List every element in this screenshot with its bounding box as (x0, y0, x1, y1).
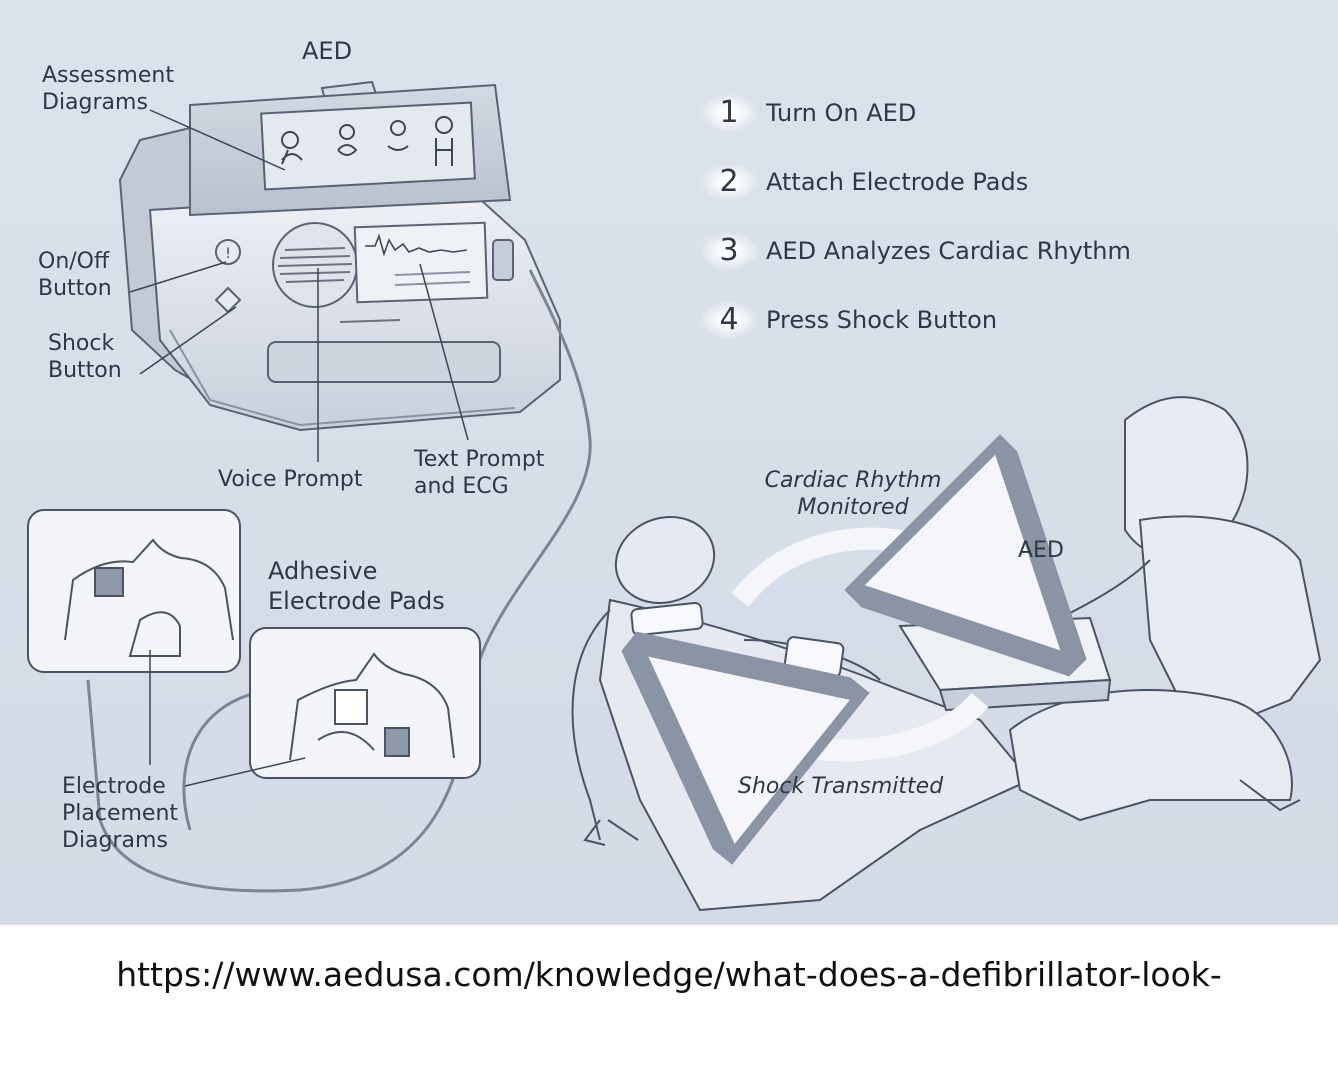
label-line: and ECG (414, 474, 509, 499)
step-text: Turn On AED (766, 99, 917, 127)
scene-aed (898, 576, 1112, 712)
label-rhythm-monitored: Cardiac Rhythm Monitored (738, 467, 968, 521)
label-adhesive-pads: Adhesive Electrode Pads (268, 556, 445, 616)
label-line: Diagrams (42, 90, 148, 115)
label-shock-button: Shock Button (48, 330, 122, 384)
label-assessment-diagrams: Assessment Diagrams (42, 62, 174, 116)
aed-device: ! (118, 80, 561, 432)
source-url: https://www.aedusa.com/knowledge/what-do… (116, 955, 1222, 994)
step-text: AED Analyzes Cardiac Rhythm (766, 237, 1131, 265)
step-number: 1 (700, 94, 758, 132)
leader-lines (129, 109, 469, 462)
rescuer (1008, 396, 1322, 822)
label-line: On/Off (38, 249, 110, 274)
label-text-prompt-ecg: Text Prompt and ECG (414, 446, 544, 500)
label-line: Text Prompt (414, 447, 545, 472)
label-shock-transmitted: Shock Transmitted (738, 774, 944, 799)
step-4: 4 Press Shock Button (700, 300, 997, 340)
placement-leaders (149, 650, 306, 787)
label-line: Cardiac Rhythm (764, 468, 942, 493)
label-line: Button (48, 358, 122, 383)
label-placement-diagrams: Electrode Placement Diagrams (62, 773, 178, 854)
step-2: 2 Attach Electrode Pads (700, 162, 1028, 202)
svg-text:!: ! (225, 246, 231, 262)
placement-card-1 (27, 509, 241, 673)
step-number: 4 (700, 301, 758, 339)
step-number: 2 (700, 163, 758, 201)
label-line: Shock (48, 331, 115, 356)
label-line: Adhesive (268, 557, 378, 585)
rhythm-arrow (731, 539, 1000, 600)
label-line: Electrode (62, 774, 166, 799)
step-number: 3 (700, 232, 758, 270)
label-line: Assessment (42, 63, 174, 88)
label-line: Button (38, 276, 112, 301)
step-3: 3 AED Analyzes Cardiac Rhythm (700, 231, 1131, 271)
device-title: AED (302, 37, 353, 65)
label-on-off-button: On/Off Button (38, 248, 112, 302)
label-line: Placement (62, 801, 179, 826)
placement-card-2 (249, 627, 481, 779)
label-line: Diagrams (62, 828, 168, 853)
label-line: Electrode Pads (268, 587, 445, 615)
step-text: Press Shock Button (766, 306, 998, 334)
label-line: Monitored (797, 495, 909, 520)
step-1: 1 Turn On AED (700, 93, 916, 133)
aed-illustration: ! (0, 0, 1338, 925)
step-text: Attach Electrode Pads (766, 168, 1029, 196)
aed-drawing: ! (27, 80, 1322, 912)
shock-arrow (715, 700, 989, 750)
label-scene-aed: AED (1018, 538, 1064, 563)
label-voice-prompt: Voice Prompt (218, 467, 363, 492)
